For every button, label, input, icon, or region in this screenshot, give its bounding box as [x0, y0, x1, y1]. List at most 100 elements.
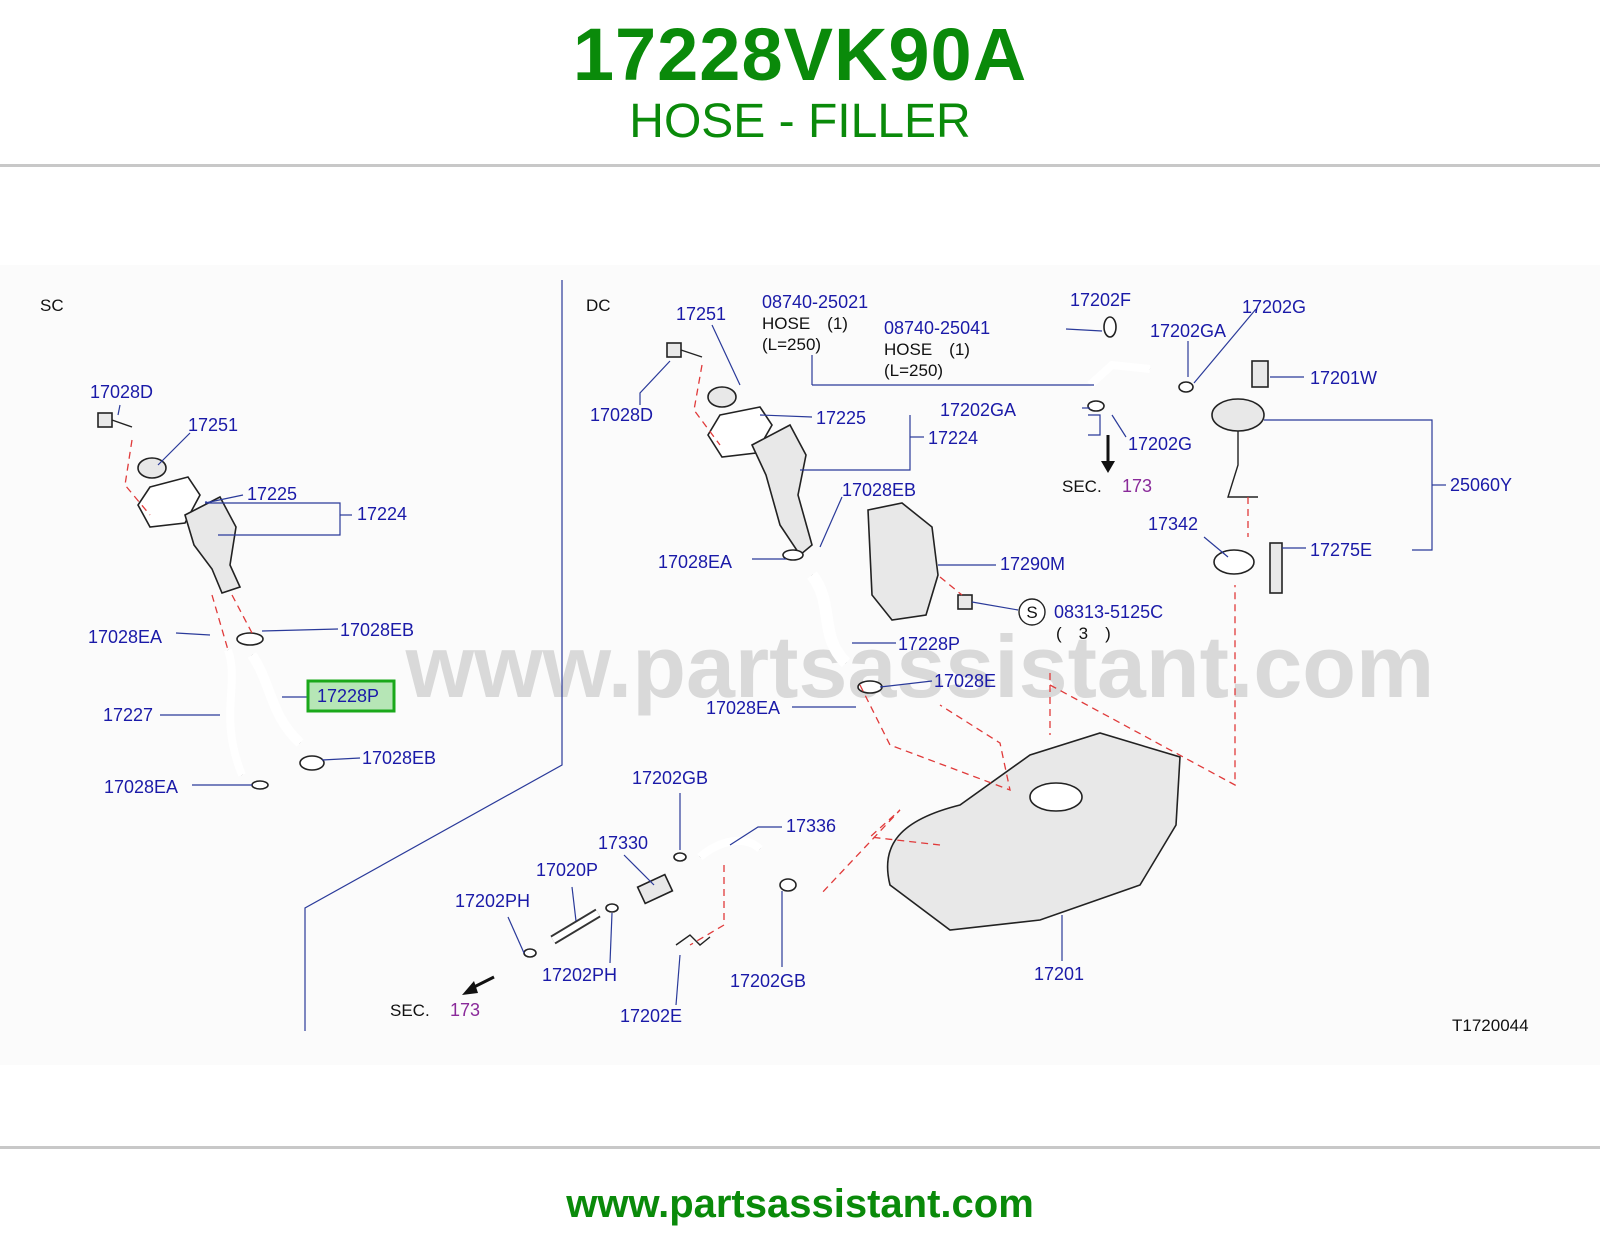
label-dc-17275e: 17275E [1310, 540, 1372, 560]
footer-divider [0, 1146, 1600, 1149]
sc-leader-17028eb-2 [321, 757, 361, 761]
sc-bracket-17224 [205, 501, 341, 536]
dc-leader-screw [971, 601, 1019, 611]
sc-dashed-line-3 [231, 594, 253, 634]
label-dc-08740-25041: 08740-25041 [884, 318, 990, 338]
dc-cap-shape [707, 386, 737, 408]
dc-hose-17336-fill [697, 836, 763, 861]
label-dc-17336: 17336 [786, 816, 836, 836]
dc-clip-17202ph-2-shape [523, 948, 537, 958]
label-dc-len-1a: (L=250) [762, 335, 821, 354]
dc-leader-17336 [729, 826, 782, 846]
dc-tank-opening-shape [1029, 782, 1083, 812]
sc-hose-17228p-fill [247, 652, 304, 747]
label-dc-17028eb: 17028EB [842, 480, 916, 500]
section-label-dc: DC [586, 296, 611, 315]
dc-leader-17028e [879, 680, 933, 688]
dc-bolt-17201w-shape [1251, 360, 1269, 388]
label-dc-sec-b-num: 173 [450, 1000, 480, 1020]
dc-dashed-line-1 [693, 364, 721, 446]
dc-clip-17202e-shape [675, 934, 711, 946]
dc-sender-17275e-shape [1269, 542, 1283, 594]
label-dc-17202f: 17202F [1070, 290, 1131, 310]
dc-pump-flange-shape [1211, 398, 1265, 432]
dc-leader-17330 [623, 854, 655, 886]
sc-clamp-upper-shape [236, 632, 264, 646]
dc-arrow-sec-b-head [462, 981, 478, 995]
label-dc-25060y: 25060Y [1450, 475, 1512, 495]
dc-leader-17202e [675, 954, 681, 1006]
label-dc-17201w: 17201W [1310, 368, 1377, 388]
dc-clip-17202ph-1-shape [605, 903, 619, 913]
footer-website-link[interactable]: www.partsassistant.com [566, 1182, 1034, 1226]
dc-dashed-line-7 [819, 809, 941, 896]
label-dc-08740-25021: 08740-25021 [762, 292, 868, 312]
label-dc-17202g-1: 17202G [1242, 297, 1306, 317]
dc-leader-17202g-1 [1193, 308, 1257, 384]
sc-filler-assembly-drawing [97, 412, 325, 790]
dc-filler-neck-shape [750, 423, 813, 557]
label-sc-17224: 17224 [357, 504, 407, 524]
dc-tube-17020p-fill [551, 910, 600, 943]
label-dc-17202ga-1: 17202GA [1150, 321, 1226, 341]
label-dc-sec-b: SEC. [390, 1001, 430, 1020]
label-dc-17202ph-2: 17202PH [542, 965, 617, 985]
label-dc-17202gb-1: 17202GB [632, 768, 708, 788]
label-sc-17028eb-2: 17028EB [362, 748, 436, 768]
dc-leader-17028d [639, 360, 671, 405]
sc-leader-17225 [204, 494, 244, 504]
label-dc-17330: 17330 [598, 833, 648, 853]
label-dc-17201: 17201 [1034, 964, 1084, 984]
label-sc-17251: 17251 [188, 415, 238, 435]
label-dc-17202g-2: 17202G [1128, 434, 1192, 454]
dc-seal-17342-shape [1213, 549, 1255, 575]
dc-leader-17020p [571, 886, 577, 922]
dc-bracket-17224 [800, 415, 911, 471]
label-dc-17202gb-2: 17202GB [730, 971, 806, 991]
section-divider-line [304, 280, 563, 1031]
dc-bracket-sec-a [1088, 414, 1101, 436]
sc-filler-neck-shape [184, 495, 242, 594]
dc-hose-17228p-fill [807, 571, 851, 668]
dc-leader-17202ph-1 [507, 916, 525, 954]
watermark-text: www.partsassistant.com [405, 617, 1435, 716]
dc-fuel-tank-shape [886, 732, 1181, 931]
label-dc-17228p: 17228P [898, 634, 960, 654]
label-dc-17202ga-2: 17202GA [940, 400, 1016, 420]
label-dc-17290m: 17290M [1000, 554, 1065, 574]
label-sc-17227: 17227 [103, 705, 153, 725]
part-number-title: 17228VK90A [572, 13, 1028, 96]
part-name-subtitle: HOSE - FILLER [629, 95, 971, 148]
dc-pump-tube-shape [1227, 431, 1258, 498]
dc-leader-17342 [1203, 536, 1229, 558]
dc-heat-shield-shape [867, 502, 939, 621]
label-dc-17028ea-2: 17028EA [706, 698, 780, 718]
dc-leader-17202ph-2 [609, 912, 613, 964]
header-divider [0, 164, 1600, 167]
label-sc-17028ea-2: 17028EA [104, 777, 178, 797]
label-dc-17028ea-1: 17028EA [658, 552, 732, 572]
sc-leader-17028ea-1 [175, 632, 211, 636]
label-dc-sec-a-num: 173 [1122, 476, 1152, 496]
dc-leader-17202g-2 [1111, 414, 1127, 438]
dc-dashed-line-8 [689, 865, 725, 946]
label-dc-17028e: 17028E [934, 671, 996, 691]
label-dc-sec-a: SEC. [1062, 477, 1102, 496]
highlight-box-17228p [306, 679, 396, 713]
page-header: 17228VK90A HOSE - FILLER [0, 0, 1600, 168]
label-dc-len-1b: (L=250) [884, 361, 943, 380]
label-dc-hose-1b: HOSE (1) [884, 340, 970, 359]
diagram-canvas: www.partsassistant.com SC DC [40, 280, 1529, 1035]
sc-cap-shape [137, 457, 167, 479]
dc-dashed-line-3 [859, 684, 1011, 792]
dc-arrow-sec-a-head [1101, 461, 1115, 473]
parts-diagram: www.partsassistant.com SC DC [0, 265, 1600, 1065]
dc-leader-17225 [759, 414, 813, 418]
dc-filler-assembly-drawing [523, 316, 1283, 958]
label-dc-08313-5125c: 08313-5125C [1054, 602, 1163, 622]
dc-clip-17202gb-1-shape [673, 852, 687, 862]
dc-vent-hose-fill [1087, 360, 1151, 388]
sc-leader-17028d [117, 404, 121, 416]
label-dc-hose-1a: HOSE (1) [762, 314, 848, 333]
sc-leader-17251 [157, 432, 191, 466]
